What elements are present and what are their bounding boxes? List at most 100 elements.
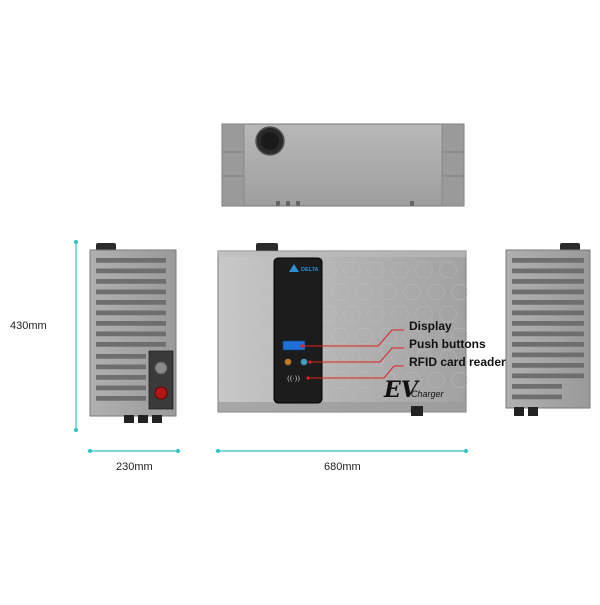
front-hex-cell [426,327,446,345]
front-hex-cell [234,283,254,301]
left-vent-slat [96,385,146,391]
depth-dimension-label: 230mm [116,461,153,473]
front-hex-cell [390,261,410,279]
ev-logo-small: Charger [411,389,445,399]
left-side-knob [154,361,168,375]
front-hex-cell [354,327,374,345]
right-vent-slat [512,331,584,337]
front-hex-cell [450,283,470,301]
right-vent-slat [512,310,584,316]
front-hex-cell [354,371,374,389]
front-hex-cell [414,349,434,367]
front-hex-cell [390,305,410,323]
rfid-reader-icon: ((·)) [287,375,300,383]
front-hex-cell [222,261,242,279]
left-top-gland [96,243,116,251]
front-hex-cell [402,283,422,301]
front-hex-cell [234,327,254,345]
delta-logo-icon [289,264,299,272]
front-hex-cell [330,327,350,345]
ev-logo-big: EV [383,377,420,403]
right-side-vents [512,258,584,400]
front-hex-cell [402,371,422,389]
width-dimension-label: 680mm [324,461,361,473]
front-hex-cell [414,305,434,323]
right-vent-slat [512,363,584,368]
left-vent-slat [96,268,166,274]
right-vent-slat [512,279,584,284]
front-view: DELTA ((·)) EV Charger [217,243,470,416]
callout-label-display: Display [409,319,452,333]
front-hex-cell [438,349,458,367]
front-hex-cell [246,261,266,279]
front-hex-cell [342,305,362,323]
left-vent-slat [96,396,146,401]
front-hex-cell [366,305,386,323]
front-hex-cell [246,349,266,367]
right-vent-slat [512,342,584,347]
callout-line-push-buttons [310,347,404,363]
right-side-body [505,249,591,409]
delta-logo-text: DELTA [301,267,319,273]
front-hex-cell [342,349,362,367]
height-dimension-label: 430mm [10,320,47,332]
front-hex-cell [246,305,266,323]
front-hex-cell [450,327,470,345]
top-view [221,123,465,207]
front-top-gland [256,243,278,252]
front-hex-cell [438,261,458,279]
callouts [300,329,404,380]
right-vent-slat [512,394,562,400]
front-hex-cell [402,327,422,345]
left-vent-slat [96,279,166,284]
callout-line-display [302,329,404,347]
right-vent-slat [512,321,584,326]
left-bottom-gland-1 [124,415,134,423]
front-hex-cell [258,327,278,345]
left-vent-slat [96,289,166,295]
top-view-right-flange [441,123,465,207]
callout-line-rfid [308,365,404,379]
front-control-panel [273,257,323,404]
callout-label-rfid: RFID card reader [409,355,506,369]
front-hex-cell [378,283,398,301]
front-bottom-gland [411,406,423,416]
left-vent-slat [96,364,146,370]
left-side-view [89,243,177,423]
callout-label-push-buttons: Push buttons [409,337,486,351]
left-vent-slat [96,375,146,380]
front-hex-cell [378,327,398,345]
right-bottom-gland-1 [514,407,524,416]
top-view-left-flange [221,123,245,207]
front-hex-cell [450,371,470,389]
left-bottom-gland-2 [138,415,148,423]
right-vent-slat [512,289,584,295]
front-hex-cell [366,261,386,279]
right-vent-slat [512,258,584,263]
left-vent-slat [96,331,166,337]
front-hex-cell [438,305,458,323]
front-hex-cell [222,349,242,367]
right-side-view [505,243,591,416]
right-vent-slat [512,300,584,305]
right-top-gland [560,243,580,251]
front-hex-cell [366,349,386,367]
push-button-2 [300,358,308,366]
front-hex-cell [414,261,434,279]
left-vent-slat [96,310,166,316]
right-vent-slat [512,384,562,389]
left-vent-slat [96,300,166,305]
front-hex-cell [330,283,350,301]
left-side-vents [96,258,166,401]
dimension-lines [74,240,468,453]
left-side-access-panel [148,350,174,410]
front-hex-cell [330,371,350,389]
right-vent-slat [512,268,584,274]
front-hex-cell [222,305,242,323]
front-hex-pattern [222,261,470,389]
front-hex-cell [234,371,254,389]
left-vent-slat [96,258,166,263]
right-vent-slat [512,352,584,358]
